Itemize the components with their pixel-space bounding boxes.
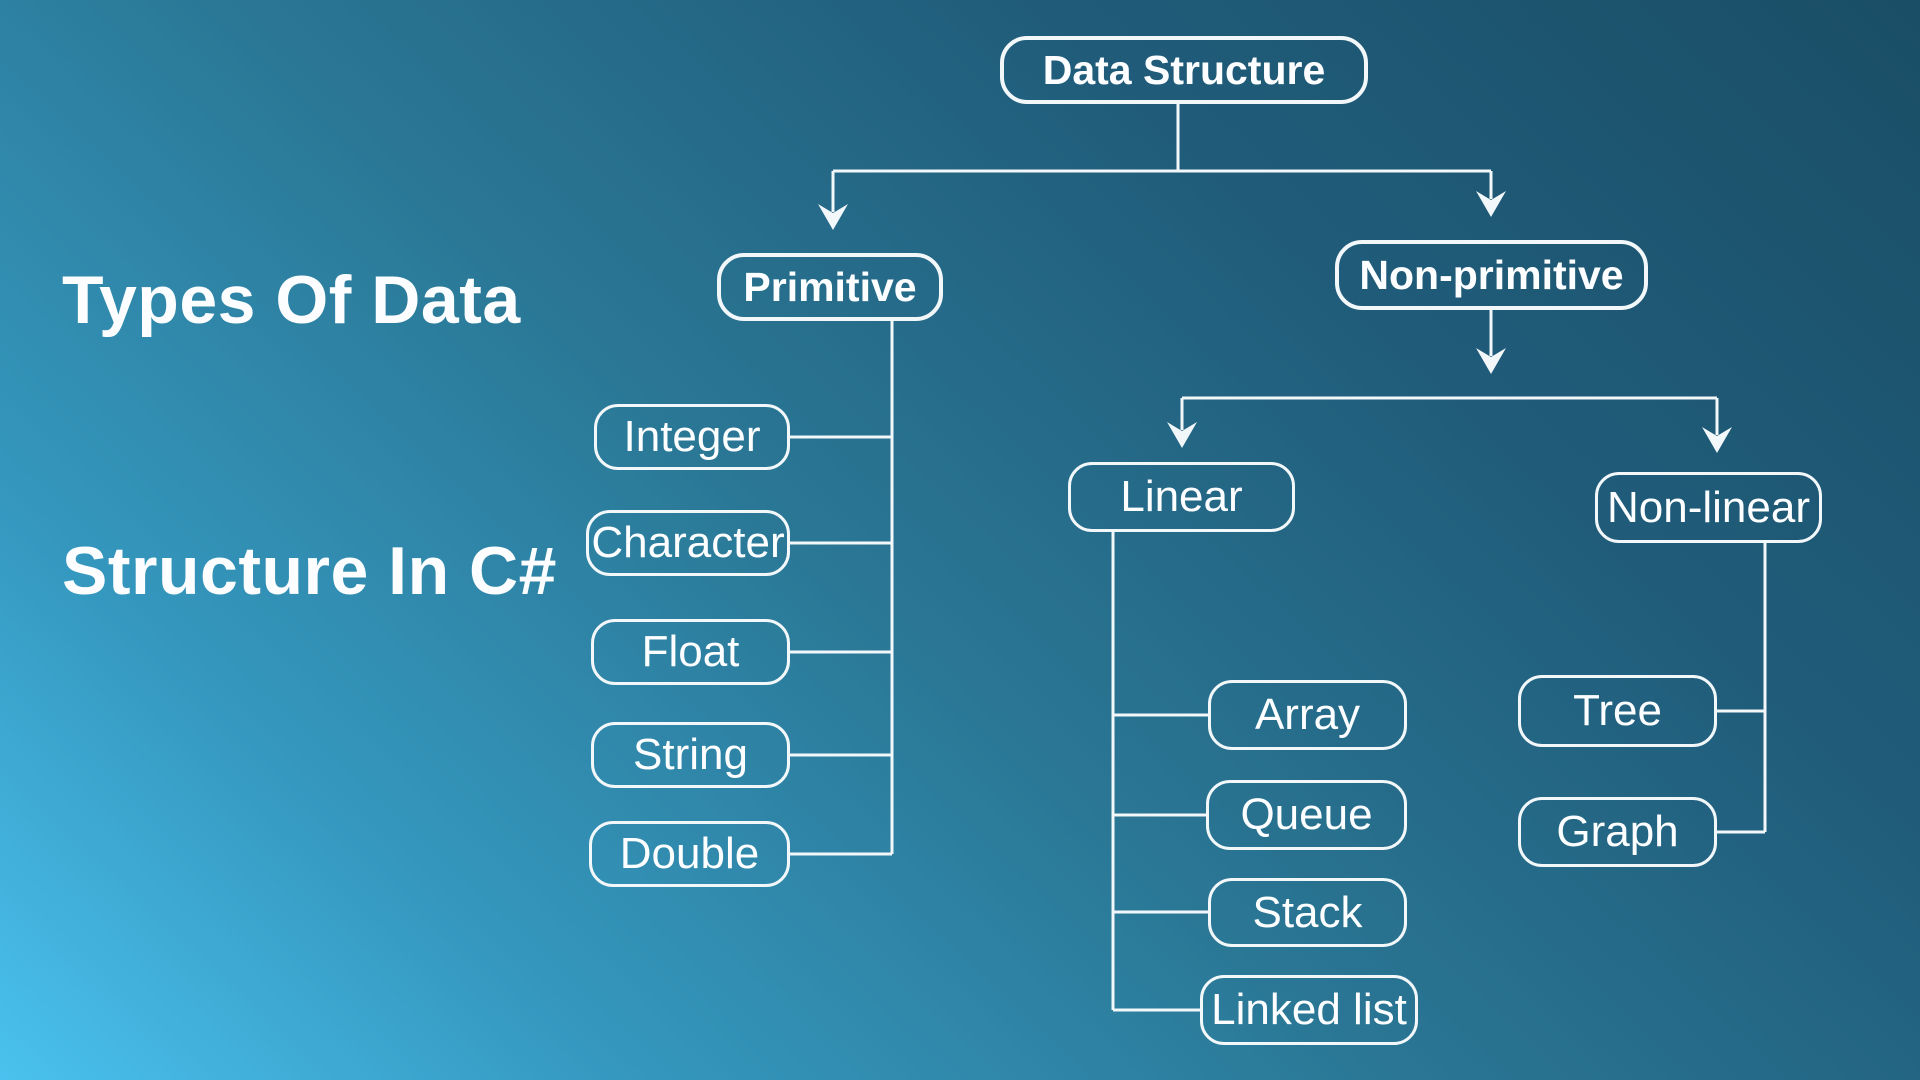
node-primitive: Primitive: [717, 253, 943, 321]
node-linked-list: Linked list: [1200, 975, 1418, 1045]
node-string: String: [591, 722, 790, 788]
arrow-down-linear-icon: [1167, 422, 1197, 448]
node-queue: Queue: [1206, 780, 1407, 850]
node-data-structure: Data Structure: [1000, 36, 1368, 104]
page-title-line-1: Types Of Data: [62, 261, 521, 338]
node-non-linear: Non-linear: [1595, 472, 1822, 543]
node-integer: Integer: [594, 404, 790, 470]
node-character: Character: [586, 510, 790, 576]
arrow-down-non-primitive-icon: [1476, 191, 1506, 217]
page-title: Types Of Data Structure In C#: [62, 74, 557, 798]
node-tree: Tree: [1518, 675, 1717, 747]
node-non-primitive: Non-primitive: [1335, 240, 1648, 310]
arrow-down-split2-icon: [1476, 348, 1506, 374]
node-double: Double: [589, 821, 790, 887]
node-stack: Stack: [1208, 878, 1407, 947]
node-graph: Graph: [1518, 797, 1717, 867]
arrow-down-non-linear-icon: [1702, 427, 1732, 453]
node-array: Array: [1208, 680, 1407, 750]
arrow-down-primitive-icon: [818, 204, 848, 230]
page-title-line-2: Structure In C#: [62, 533, 557, 610]
node-float: Float: [591, 619, 790, 685]
node-linear: Linear: [1068, 462, 1295, 532]
